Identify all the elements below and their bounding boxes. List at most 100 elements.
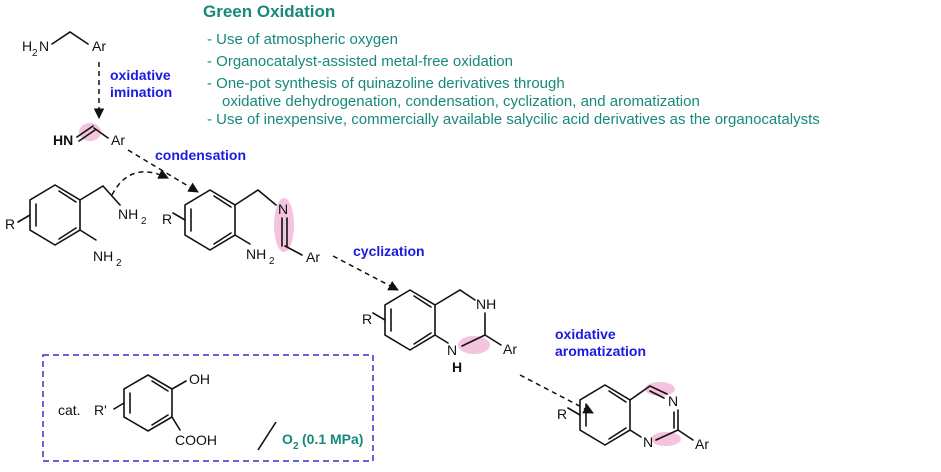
bond-cooh [171, 416, 181, 431]
atom-r-3: R [362, 311, 372, 327]
atom-ar-4: Ar [503, 341, 517, 357]
salicylic-acid-catalyst: cat. R' OH COOH [58, 371, 217, 448]
bond-cn-2 [78, 129, 96, 142]
bond-ring-nh2 [79, 229, 97, 241]
bond-ring-n1 [434, 334, 449, 344]
atom-ar-2: Ar [111, 132, 125, 148]
bond-cn-1 [76, 125, 94, 138]
bond-ring-nh2-2 [234, 234, 251, 245]
bond-ch2-nh [434, 289, 476, 306]
imine-structure: HN Ar [53, 123, 125, 148]
bond-c2-ar-quin [677, 429, 694, 441]
benzene-ring-1 [29, 184, 81, 246]
bond-chain [51, 31, 89, 45]
quinazoline-structure: R N N Ar [557, 382, 709, 452]
ring-3-double-c [413, 295, 432, 308]
bullet-4: - Use of inexpensive, commercially avail… [207, 111, 820, 128]
label-oxidative-1: oxidative [110, 67, 171, 83]
atom-r-prime: R' [94, 402, 107, 418]
label-condensation: condensation [155, 147, 246, 163]
atom-nh2-1-sub: 2 [141, 216, 147, 227]
oxidant-o: O [282, 431, 293, 447]
atom-oh: OH [189, 371, 210, 387]
imine-intermediate-structure: R N Ar NH 2 [162, 189, 320, 267]
bond-c-ar [93, 127, 109, 139]
bond-r-3 [372, 312, 386, 321]
atom-n-imine: N [278, 201, 288, 217]
benzylamine-structure: H 2 N Ar [22, 31, 106, 59]
atom-hn: HN [53, 132, 73, 148]
atom-nh-3: NH [476, 296, 496, 312]
catalyst-label: cat. [58, 402, 81, 418]
bullet-1: - Use of atmospheric oxygen [207, 31, 398, 48]
bond-rprime [113, 402, 125, 410]
bond-ch2-nh2 [79, 184, 121, 206]
atom-nh2-2-sub: 2 [116, 258, 122, 269]
oxidant-o-sub: 2 [293, 441, 299, 452]
green-oxidation-title: Green Oxidation [203, 2, 335, 21]
atom-n3: N [668, 393, 678, 409]
benzene-ring-3 [384, 289, 436, 351]
ring-1-double-c [58, 190, 77, 203]
ring-1-double-b [58, 227, 77, 240]
bond-r-2 [172, 212, 186, 221]
atom-nh2-3-sub: 2 [269, 256, 275, 267]
atom-n: N [39, 38, 49, 54]
atom-h-sub: 2 [32, 48, 38, 59]
arrow-cyclization [332, 255, 399, 291]
aminobenzylamine-structure: R NH 2 NH 2 [5, 184, 147, 269]
label-oxidative-2: oxidative [555, 326, 616, 342]
bond-n1-c2 [461, 334, 486, 347]
atom-nh2-2: NH [93, 248, 113, 264]
atom-r-2: R [162, 211, 172, 227]
atom-cooh: COOH [175, 432, 217, 448]
atom-ar-1: Ar [92, 38, 106, 54]
benzene-ring-2 [184, 189, 236, 251]
benzene-ring-4 [579, 384, 631, 446]
atom-n1: N [447, 342, 457, 358]
tetrahydroquinazoline-structure: R NH N H Ar [362, 289, 517, 375]
tetrahydro-highlight [458, 336, 490, 354]
arrow-oxidative-aromatization [519, 374, 594, 414]
label-aromatization: aromatization [555, 343, 646, 359]
bond-c-ar-2 [284, 245, 303, 256]
arrow-nucleophilic-attack [111, 169, 169, 196]
ring-3-double-b [413, 332, 432, 345]
bullet-3: - One-pot synthesis of quinazoline deriv… [207, 75, 565, 92]
ring-cat-double-c [151, 380, 169, 392]
atom-nh2-3: NH [246, 246, 266, 262]
bond-ch2-n [234, 189, 277, 206]
imine-intermediate-highlight [274, 198, 294, 252]
atom-h: H [22, 38, 32, 54]
bond-oh [171, 380, 187, 390]
label-cyclization: cyclization [353, 243, 425, 259]
atom-n1-quin: N [643, 434, 653, 450]
ring-2-double-c [213, 195, 232, 208]
ring-4-double-c [608, 390, 627, 403]
ring-2-double-b [213, 232, 232, 245]
bond-n1-c2-quin [655, 429, 679, 441]
oxidant-pressure: (0.1 MPa) [302, 431, 363, 447]
atom-ar-3: Ar [306, 249, 320, 265]
bond-c8a-n1 [629, 429, 642, 438]
atom-h1: H [452, 359, 462, 375]
bond-r-4 [567, 407, 581, 416]
quinazoline-highlight-2 [651, 432, 681, 446]
atom-r-1: R [5, 216, 15, 232]
ring-4-double-b [608, 427, 627, 440]
atom-ar-5: Ar [695, 436, 709, 452]
label-imination: imination [110, 84, 172, 100]
catalyst-box [42, 354, 374, 462]
bullet-3-continued: oxidative dehydrogenation, condensation,… [222, 93, 700, 110]
bond-c4-n3-double [649, 390, 665, 399]
catalyst-slash [257, 421, 277, 451]
atom-nh2-1: NH [118, 206, 138, 222]
atom-r-4: R [557, 406, 567, 422]
ring-cat-double-b [151, 414, 169, 426]
bond-c4-n3 [629, 385, 668, 401]
bullet-2: - Organocatalyst-assisted metal-free oxi… [207, 53, 513, 70]
benzene-ring-catalyst [123, 374, 173, 432]
bond-c2-ar [484, 334, 502, 346]
